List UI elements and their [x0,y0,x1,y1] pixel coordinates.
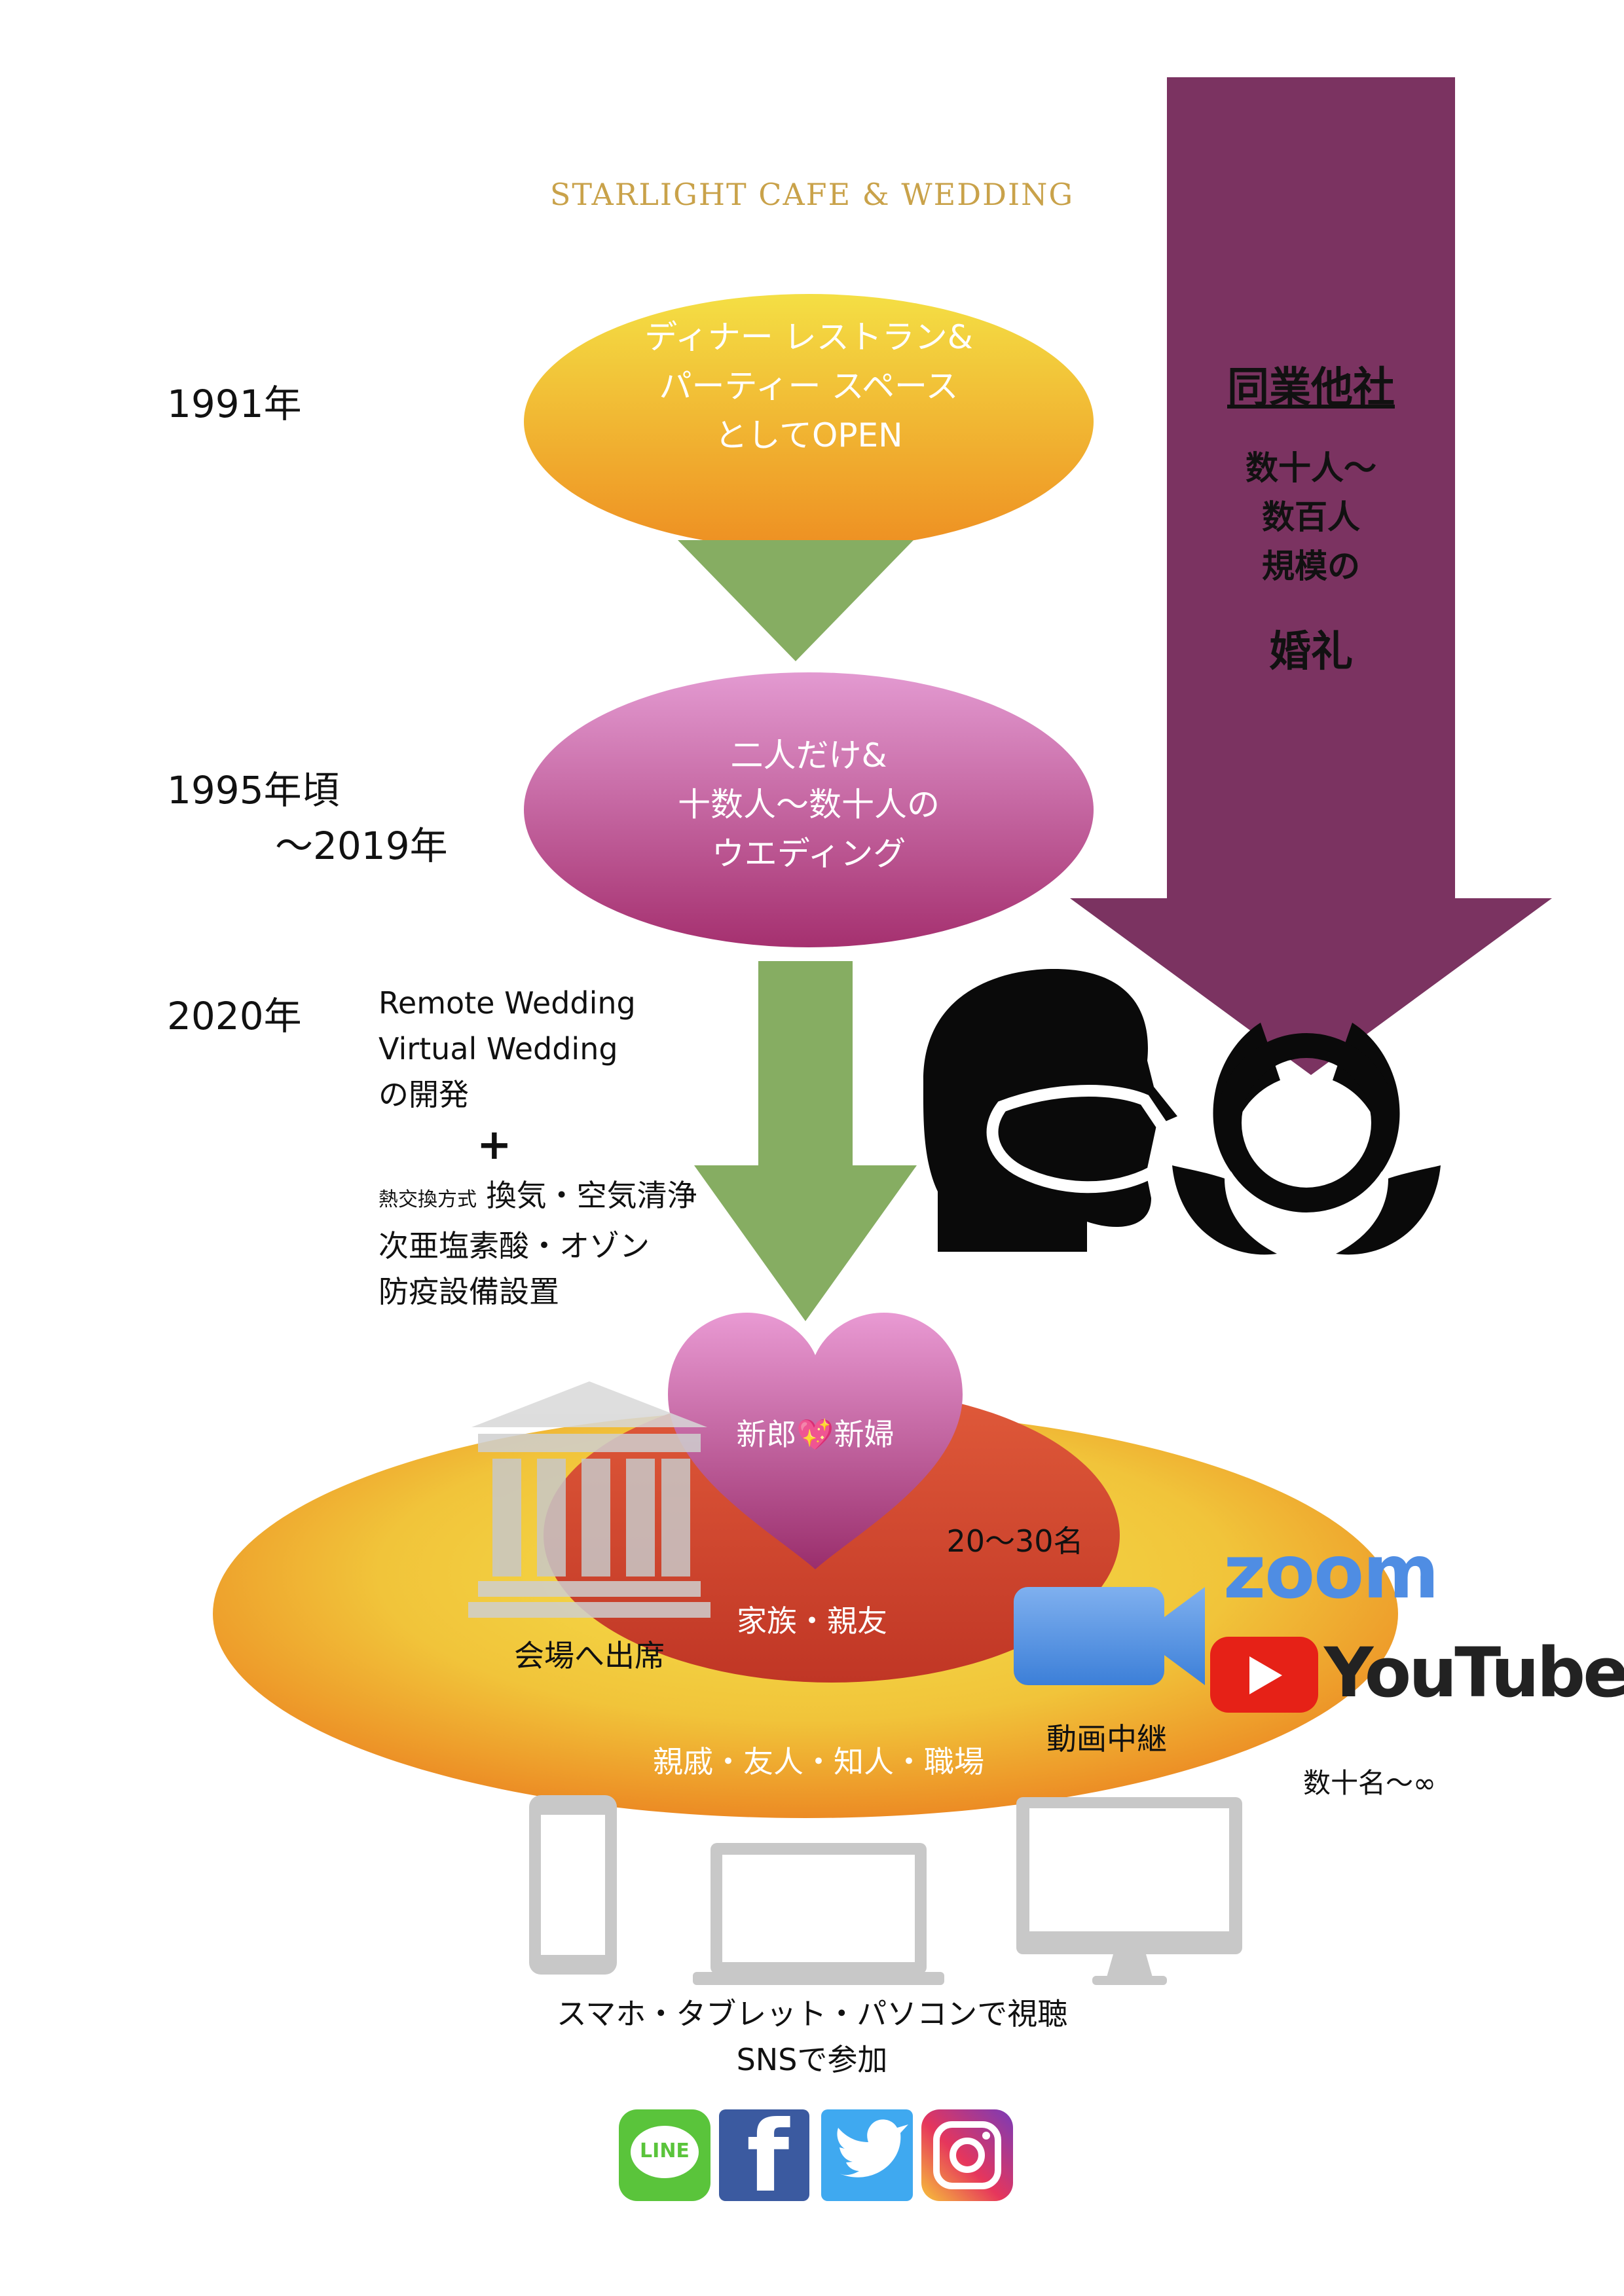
brand-title: STARLIGHT CAFE & WEDDING [549,177,1075,212]
biohazard-icon [1172,1023,1441,1255]
year-1991: 1991年 [167,382,302,426]
viewing-line1: スマホ・タブレット・パソコンで視聴 [556,1996,1068,2032]
year-2020: 2020年 [167,994,302,1038]
dev-line1: Remote Wedding [378,985,636,1021]
dev-line5: 次亜塩素酸・オゾン [378,1228,650,1264]
video-camera-icon [1014,1587,1205,1685]
green-triangle [678,540,913,661]
facebook-icon [719,2109,809,2201]
stage2-text: 二人だけ& 十数人〜数十人の ウエディング [589,731,1028,879]
zoom-logo: zoom [1223,1530,1439,1615]
outer-label: 親戚・友人・知人・職場 [653,1744,984,1779]
year-2019: 〜2019年 [275,824,448,868]
youtube-wordmark: YouTube [1324,1633,1624,1713]
competitor-arrow [1070,77,1552,1075]
twitter-icon [821,2109,913,2201]
youtube-logo [1210,1637,1318,1713]
green-arrow [694,961,917,1321]
line-icon-label: LINE [640,2140,690,2162]
monitor-icon [1016,1797,1242,1985]
stage1-oval [524,294,1094,549]
competitor-title: 同業他社 [1227,364,1395,412]
competitor-text: 同業他社 数十人〜 数百人 規模の 婚礼 [1167,359,1455,682]
venue-label: 会場へ出席 [514,1638,665,1673]
dev-line4: 換気・空気清浄 [486,1178,697,1213]
heart-shape [668,1313,963,1569]
competitor-line3: 規模の [1262,547,1360,585]
laptop-icon [693,1843,944,1985]
heart-label: 新郎💖新婦 [736,1417,895,1452]
mask-person-icon [923,969,1177,1252]
stage2-line3: ウエディング [711,835,906,873]
dev-line2: Virtual Wedding [378,1031,618,1066]
venue-building-icon [468,1381,710,1618]
stage2-line1: 二人だけ& [730,737,887,774]
dev-line6: 防疫設備設置 [378,1274,559,1309]
dev-small: 熱交換方式 [378,1188,477,1211]
stage1-text: ディナー レストラン& パーティー スペース としてOPEN [589,313,1028,460]
line-icon [619,2109,710,2201]
inner-count: 20〜30名 [946,1523,1084,1559]
inner-label: 家族・親友 [737,1603,887,1639]
instagram-icon [921,2109,1013,2201]
year-1995: 1995年頃 [167,768,340,812]
stage2-line2: 十数人〜数十人の [678,786,940,824]
dev-line3: の開発 [378,1077,469,1112]
competitor-line1: 数十人〜 [1246,449,1376,487]
plus-sign: + [477,1121,512,1169]
stage2-oval [524,672,1094,947]
viewing-line2: SNSで参加 [736,2042,888,2077]
smartphone-icon [529,1795,617,1975]
competitor-emphasis: 婚礼 [1269,628,1353,676]
stream-label: 動画中継 [1046,1721,1167,1757]
competitor-line2: 数百人 [1262,498,1360,536]
stage1-line3: としてOPEN [714,416,903,454]
stage1-line2: パーティー スペース [659,367,959,405]
development-text: Remote Wedding Virtual Wedding の開発 + 熱交換… [378,980,745,1315]
stage1-line1: ディナー レストラン& [644,318,973,356]
facebook-glyph: f [747,2100,790,2214]
outer-count: 数十名〜∞ [1303,1767,1436,1799]
